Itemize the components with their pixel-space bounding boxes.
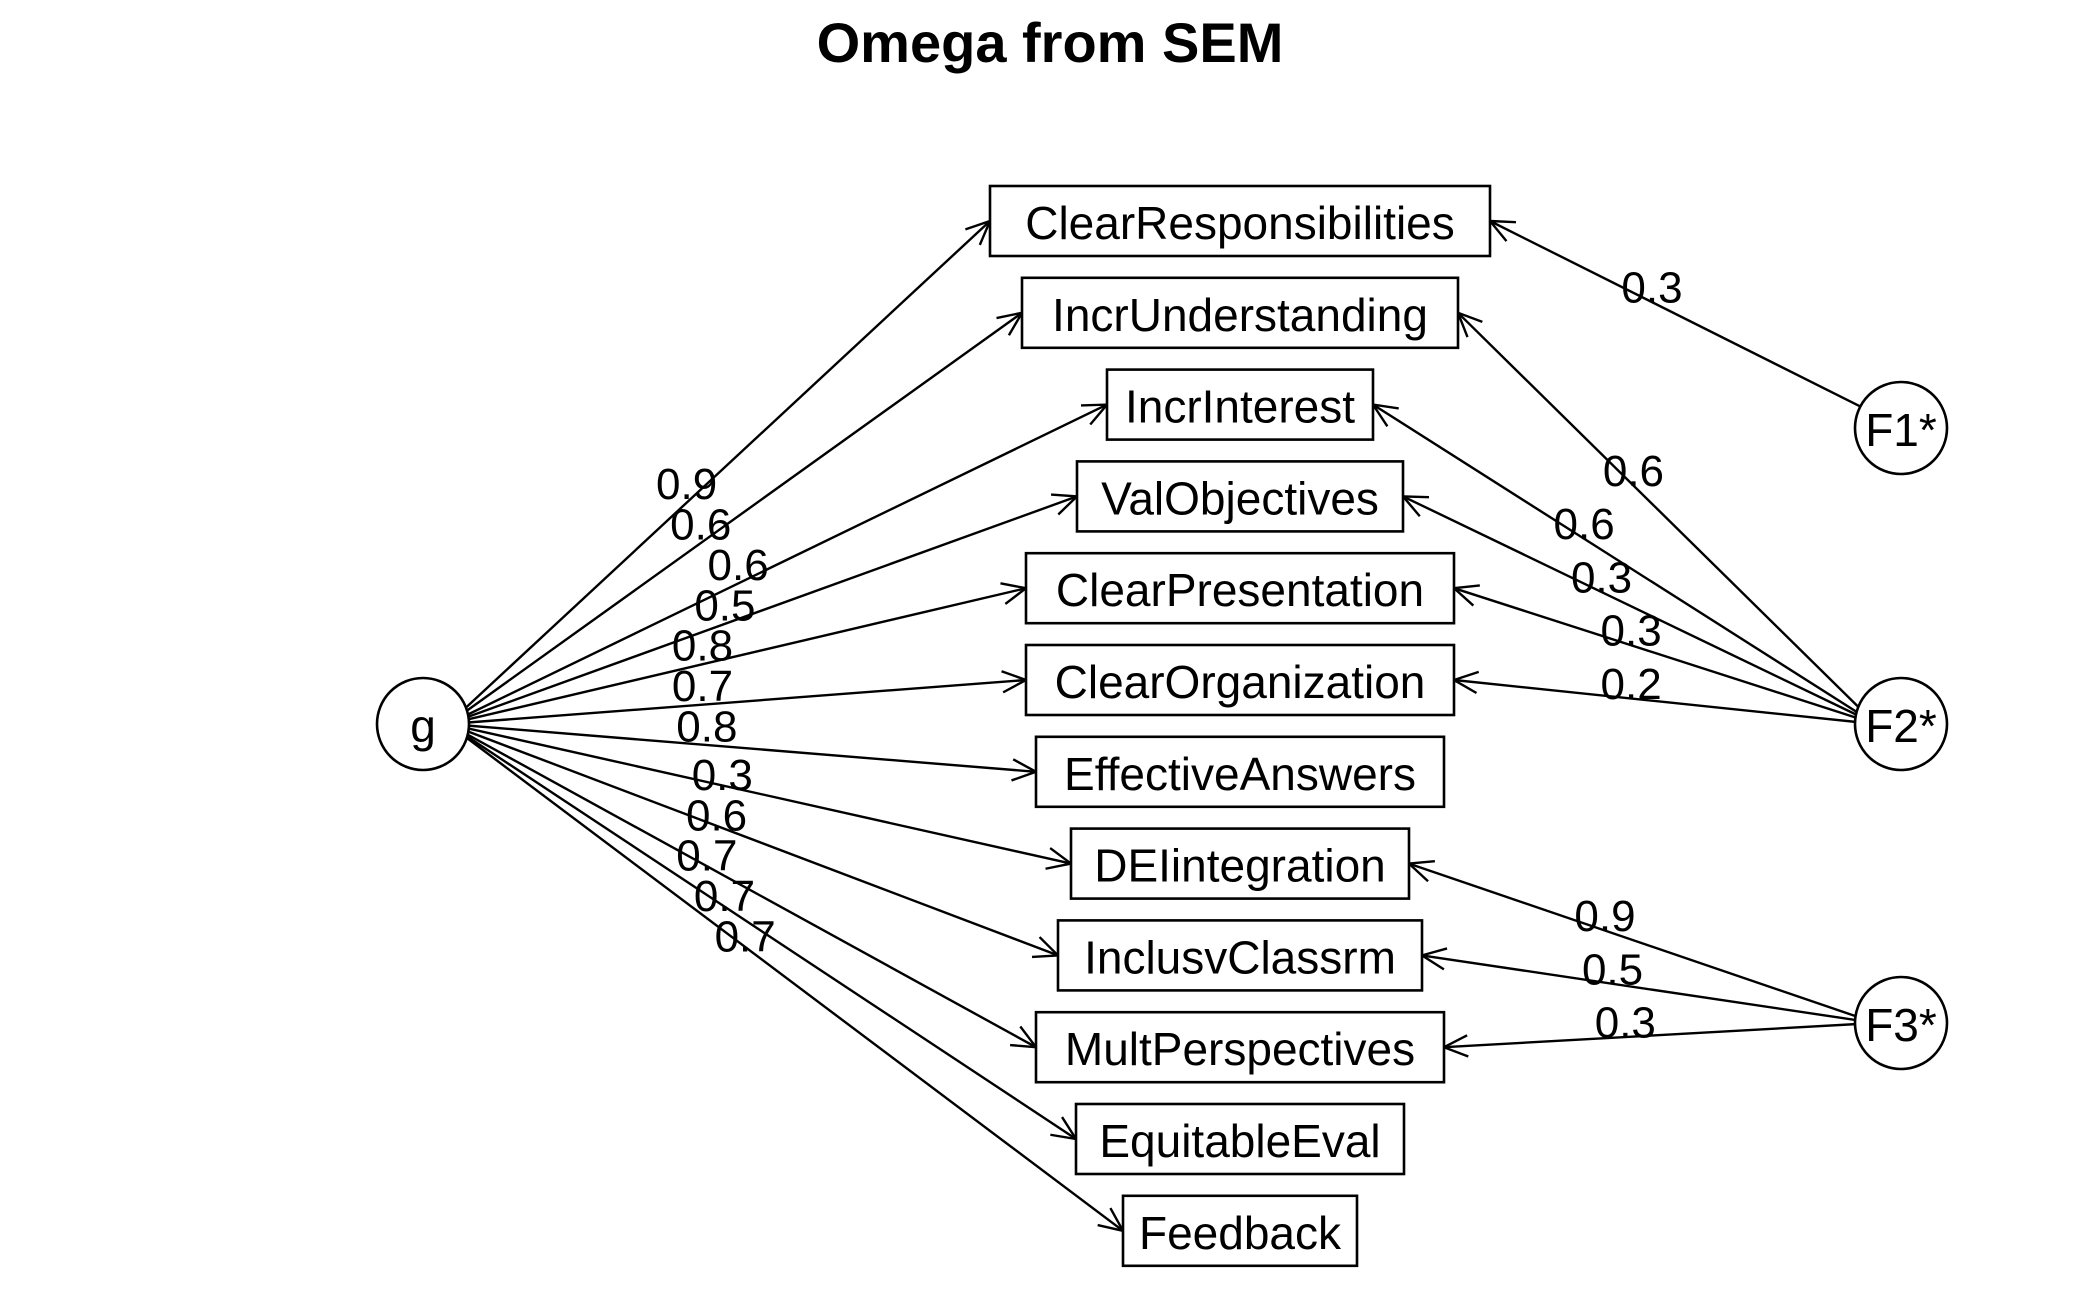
g-loading-label: 0.6: [708, 541, 769, 590]
indicator-node-clearresponsibilities: ClearResponsibilities: [988, 184, 1492, 258]
indicator-box: [1074, 1102, 1406, 1176]
nodes-layer: ClearResponsibilitiesIncrUnderstandingIn…: [375, 184, 1949, 1268]
group-loading-label: 0.5: [1582, 945, 1643, 994]
indicator-box: [1056, 919, 1424, 992]
indicator-label: MultPerspectives: [1065, 1023, 1415, 1075]
factor-label: F2*: [1865, 700, 1937, 752]
indicator-box: [988, 184, 1492, 258]
indicator-label: ClearOrganization: [1055, 656, 1426, 708]
indicator-node-clearpresentation: ClearPresentation: [1024, 551, 1456, 625]
g-loading-arrow-incrunderstanding: [447, 311, 1025, 725]
edges-layer: [447, 218, 1877, 1233]
g-loading-label: 0.7: [676, 832, 737, 881]
group-loading-label: 0.2: [1601, 660, 1662, 709]
g-loading-arrow-valobjectives: [447, 493, 1080, 726]
group-loading-label: 0.3: [1595, 999, 1656, 1048]
indicator-node-equitableeval: EquitableEval: [1074, 1102, 1406, 1176]
g-loading-label: 0.6: [686, 791, 747, 840]
g-loading-label: 0.8: [672, 622, 733, 671]
indicator-box: [1121, 1194, 1359, 1268]
factor-circle: [1853, 380, 1949, 476]
group-loading-arrow-f2-incrunderstanding: [1455, 310, 1877, 725]
indicator-node-incrunderstanding: IncrUnderstanding: [1020, 276, 1460, 350]
indicator-node-multperspectives: MultPerspectives: [1034, 1010, 1446, 1084]
g-loading-label: 0.7: [715, 912, 776, 961]
indicator-label: EquitableEval: [1099, 1115, 1380, 1167]
group-loading-label: 0.3: [1571, 553, 1632, 602]
indicator-node-inclusvclassrm: InclusvClassrm: [1056, 919, 1424, 992]
g-loading-label: 0.7: [672, 662, 733, 711]
indicator-box: [1024, 643, 1456, 717]
g-loading-label: 0.6: [670, 501, 731, 550]
indicator-box: [1034, 735, 1446, 809]
group-loading-label: 0.6: [1554, 500, 1615, 549]
indicator-box: [1034, 1010, 1446, 1084]
factor-circle: [1853, 676, 1949, 772]
indicator-node-incrinterest: IncrInterest: [1105, 368, 1375, 441]
indicator-label: ClearResponsibilities: [1025, 197, 1455, 249]
group-loading-label: 0.3: [1601, 607, 1662, 656]
loading-labels-layer: 0.90.60.60.50.80.70.80.30.60.70.70.70.30…: [656, 264, 1683, 1048]
group-loading-arrow-f2-clearpresentation: [1451, 584, 1877, 726]
g-loading-arrow-incrinterest: [447, 403, 1110, 726]
factor-circle: [1853, 975, 1949, 1071]
group-loading-arrow-f1-clearresponsibilities: [1487, 219, 1877, 416]
indicator-label: ValObjectives: [1101, 472, 1379, 524]
group-factor-node-f3: F3*: [1853, 975, 1949, 1071]
g-loading-arrow-deiintegration: [448, 722, 1074, 870]
diagram-title: Omega from SEM: [817, 11, 1284, 74]
indicator-node-effectiveanswers: EffectiveAnswers: [1034, 735, 1446, 809]
g-loading-label: 0.5: [694, 581, 755, 630]
indicator-box: [1069, 827, 1411, 900]
indicator-box: [1024, 551, 1456, 625]
group-factor-node-f2: F2*: [1853, 676, 1949, 772]
indicator-label: DEIintegration: [1094, 840, 1386, 892]
indicator-label: IncrInterest: [1125, 381, 1355, 433]
indicator-label: ClearPresentation: [1056, 564, 1424, 616]
g-loading-label: 0.3: [692, 751, 753, 800]
group-loading-label: 0.6: [1603, 447, 1664, 496]
group-loading-arrow-f2-clearorganization: [1451, 670, 1876, 726]
indicator-box: [1075, 460, 1405, 533]
indicator-node-deiintegration: DEIintegration: [1069, 827, 1411, 900]
factor-circle: [375, 676, 471, 772]
g-loading-label: 0.9: [656, 460, 717, 509]
indicator-box: [1105, 368, 1375, 441]
g-loading-label: 0.8: [676, 703, 737, 752]
indicator-label: IncrUnderstanding: [1052, 289, 1428, 341]
indicator-label: InclusvClassrm: [1084, 931, 1396, 983]
general-factor-node: g: [375, 676, 471, 772]
indicator-box: [1020, 276, 1460, 350]
group-loading-arrow-f3-multperspectives: [1441, 1021, 1876, 1058]
group-loading-label: 0.9: [1574, 892, 1635, 941]
indicator-label: Feedback: [1139, 1207, 1342, 1259]
factor-label: g: [410, 700, 436, 752]
factor-label: F1*: [1865, 404, 1937, 456]
indicator-label: EffectiveAnswers: [1064, 748, 1416, 800]
factor-label: F3*: [1865, 999, 1937, 1051]
group-loading-label: 0.3: [1621, 264, 1682, 313]
indicator-node-clearorganization: ClearOrganization: [1024, 643, 1456, 717]
group-factor-node-f1: F1*: [1853, 380, 1949, 476]
indicator-node-valobjectives: ValObjectives: [1075, 460, 1405, 533]
g-loading-label: 0.7: [694, 872, 755, 921]
indicator-node-feedback: Feedback: [1121, 1194, 1359, 1268]
